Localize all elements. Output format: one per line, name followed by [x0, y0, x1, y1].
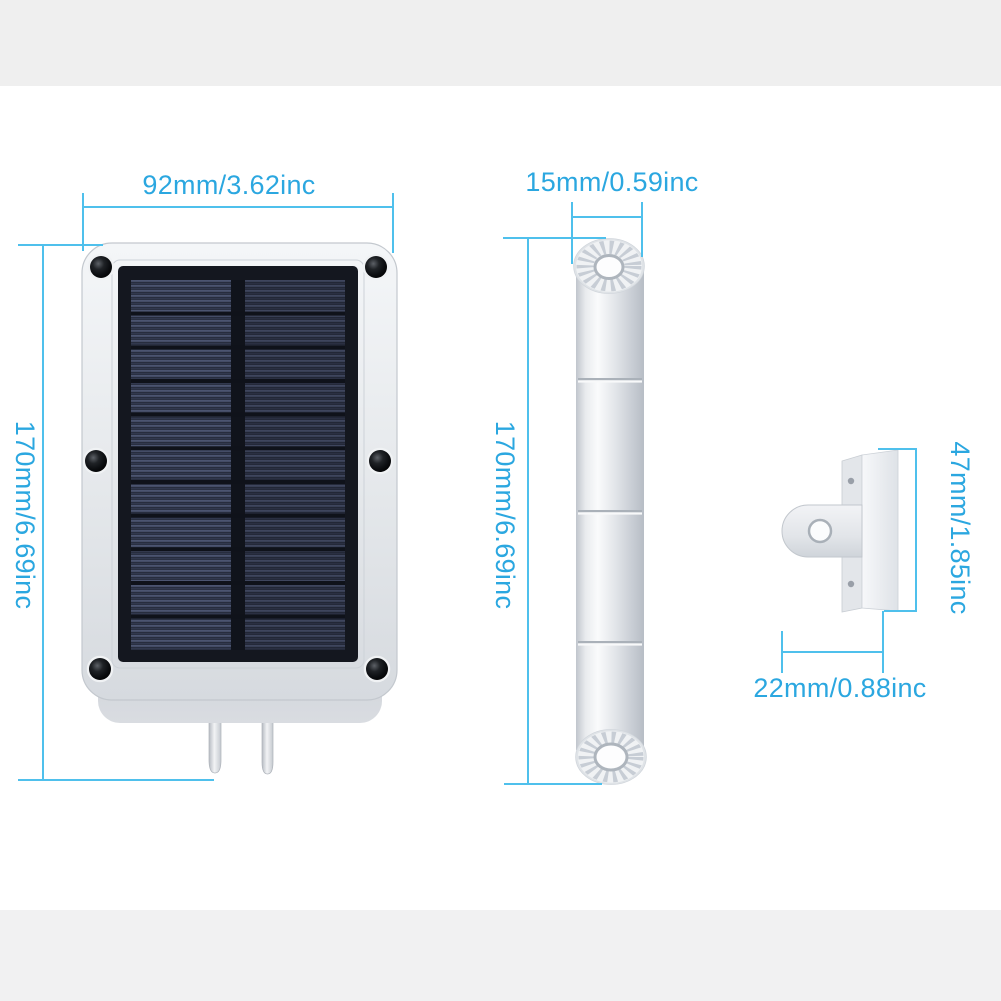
bottom-gray-band: [0, 910, 1001, 1001]
bar-width-label: 15mm/0.59inc: [525, 167, 699, 197]
bracket-front-face: [861, 449, 899, 612]
panel-width-dim-line: [83, 206, 393, 208]
light-bar-side-view: [573, 238, 647, 785]
bar-width-dim-line: [572, 216, 642, 218]
solar-cell-grid: [118, 266, 358, 662]
bracket-width-dim-line: [782, 651, 884, 653]
bracket-screw-hole-top: [847, 477, 855, 485]
bracket-width-ext-left: [781, 631, 783, 673]
bar-height-ext-top: [503, 237, 606, 239]
bar-height-ext-bottom: [504, 783, 602, 785]
bottom-cap-screw-hole: [593, 742, 629, 772]
bar-height-label: 170mm/6.69inc: [490, 420, 520, 610]
panel-height-ext-bottom: [18, 779, 214, 781]
panel-height-ext-top: [18, 244, 103, 246]
bracket-height-dim-line: [915, 449, 917, 612]
panel-width-ext-right: [392, 193, 394, 253]
bracket-width-label: 22mm/0.88inc: [753, 673, 927, 703]
bracket-height-ext-top: [878, 448, 917, 450]
bracket-height-label: 47mm/1.85inc: [945, 441, 975, 615]
panel-screws: [82, 253, 394, 683]
mounting-bracket-view: [781, 449, 899, 613]
bar-width-ext-right: [641, 202, 643, 257]
bracket-width-ext-right: [882, 611, 884, 673]
bar-width-ext-left: [571, 202, 573, 264]
panel-height-label: 170mm/6.69inc: [10, 420, 40, 610]
bracket-tab-hole: [807, 518, 833, 544]
panel-width-label: 92mm/3.62inc: [142, 170, 316, 200]
top-cap-screw-hole: [593, 254, 625, 280]
light-bar-body: [576, 268, 644, 750]
light-bar-bottom-cap: [575, 729, 647, 785]
panel-height-dim-line: [42, 244, 44, 781]
solar-panel-front-view: [81, 242, 398, 775]
bar-height-dim-line: [527, 237, 529, 784]
top-gray-band: [0, 0, 1001, 86]
panel-width-ext-left: [82, 193, 84, 251]
bracket-screw-hole-bottom: [847, 580, 855, 588]
light-bar-grooves: [578, 378, 642, 646]
bracket-height-ext-bottom: [884, 610, 917, 612]
light-bar-top-cap: [573, 238, 645, 294]
